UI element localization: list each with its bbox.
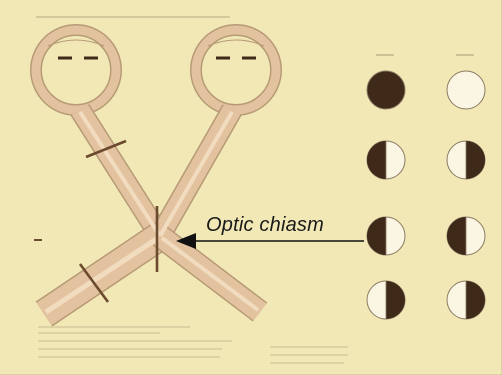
visual-field-left-row-3 bbox=[367, 217, 405, 255]
visual-field-right-row-1 bbox=[447, 71, 485, 109]
visual-field-left-row-2 bbox=[367, 141, 405, 179]
visual-field-left-row-1 bbox=[367, 71, 405, 109]
optic-chiasm-label: Optic chiasm bbox=[206, 214, 324, 237]
visual-field-right-row-2 bbox=[447, 141, 485, 179]
optic-nerves bbox=[44, 110, 260, 314]
visual-field-left-row-4 bbox=[367, 281, 405, 319]
visual-field-right-row-3 bbox=[447, 217, 485, 255]
visual-field-right-row-4 bbox=[447, 281, 485, 319]
left-eye bbox=[36, 30, 116, 110]
faint-footer-text bbox=[38, 327, 348, 363]
visual-field-grid bbox=[367, 71, 485, 319]
right-eye bbox=[196, 30, 276, 110]
